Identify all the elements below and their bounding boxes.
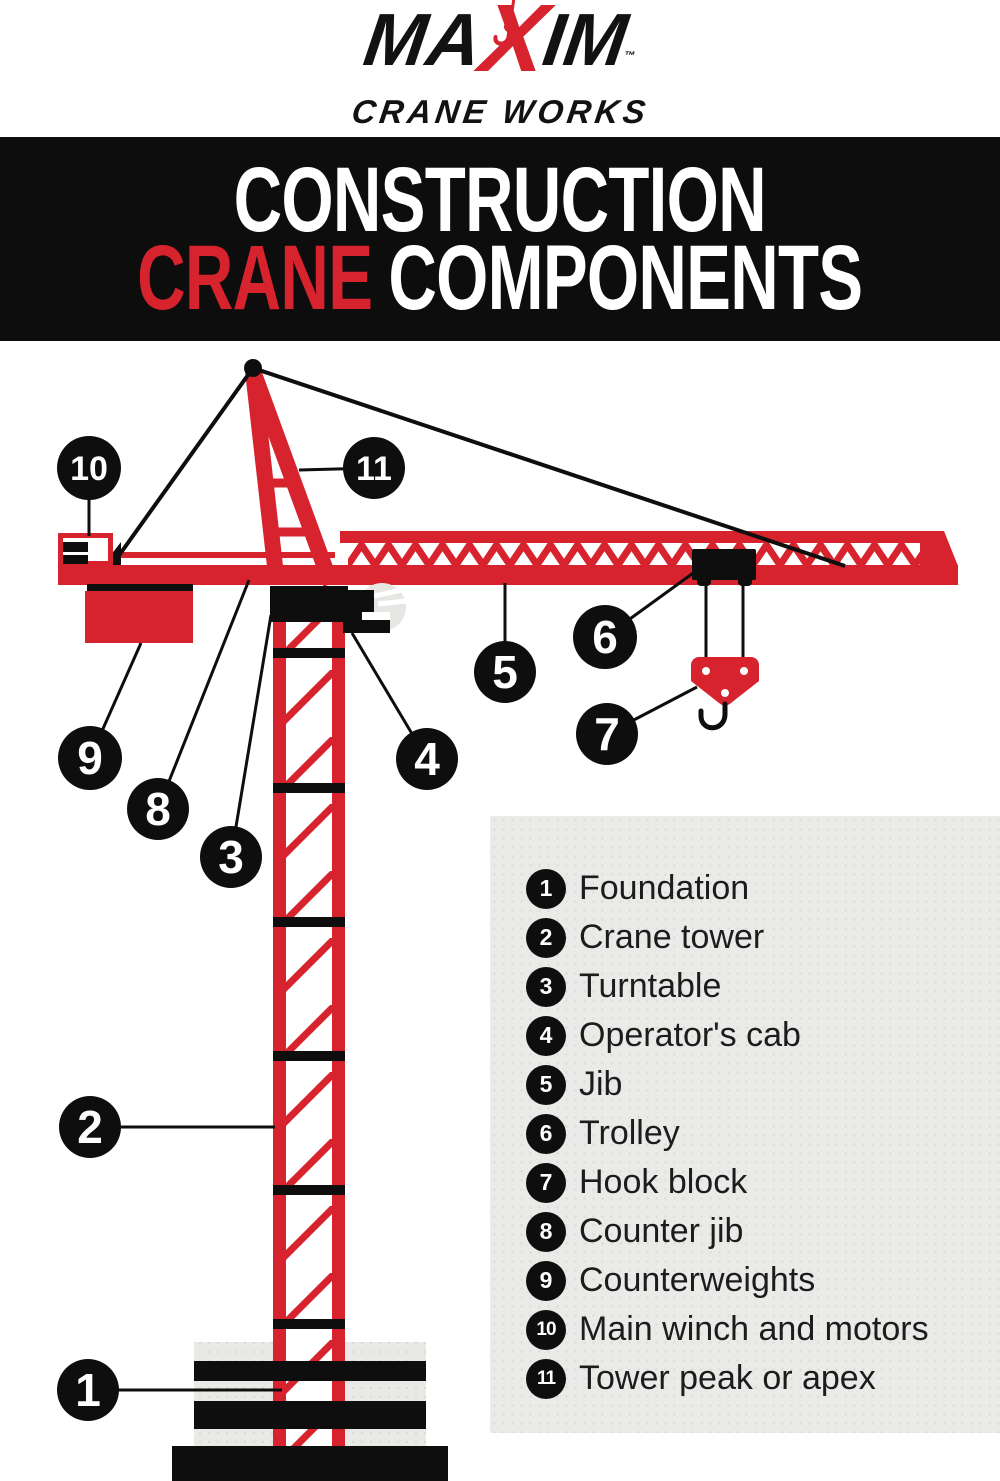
trademark-symbol: ™ [623, 50, 636, 62]
callout-number: 7 [594, 708, 620, 760]
legend-number: 6 [539, 1120, 553, 1146]
title-line-1: CONSTRUCTION [233, 149, 767, 251]
legend-badge: 6 [526, 1113, 566, 1154]
legend-number: 5 [539, 1071, 553, 1097]
legend-item-operators-cab: 4 Operator's cab [526, 1011, 1000, 1060]
legend-number: 7 [539, 1169, 553, 1195]
callout-number: 11 [356, 450, 392, 488]
legend-label: Turntable [579, 967, 722, 1005]
legend-badge: 10 [526, 1309, 566, 1350]
legend-badge: 3 [526, 966, 566, 1007]
legend-item-jib: 5 Jib [526, 1060, 1000, 1109]
legend-badge: 1 [526, 868, 566, 909]
legend-badge: 5 [526, 1064, 566, 1105]
callout-5: 5 [474, 641, 536, 703]
callout-number: 8 [145, 783, 171, 835]
legend-label: Trolley [579, 1114, 680, 1152]
callout-6: 6 [573, 605, 637, 669]
callout-11: 11 [343, 437, 405, 499]
legend-badge: 9 [526, 1260, 566, 1301]
legend-number: 1 [539, 875, 553, 901]
legend-item-main-winch: 10 Main winch and motors [526, 1305, 1000, 1354]
legend-number: 8 [539, 1218, 553, 1244]
tower-section-joints [273, 648, 345, 1329]
callout-4: 4 [396, 728, 458, 790]
legend-label: Crane tower [579, 918, 765, 956]
foundation [172, 1361, 448, 1481]
operators-cab [343, 583, 407, 633]
callout-10: 10 [57, 436, 121, 500]
legend-number: 4 [539, 1022, 553, 1048]
callout-8: 8 [127, 778, 189, 840]
crane-diagram: 1 2 3 4 5 6 7 [57, 359, 958, 1481]
logo-subtitle: CRANE WORKS [348, 93, 652, 130]
hook-icon [698, 701, 728, 731]
counter-jib-handrail [110, 552, 335, 558]
legend-number: 3 [539, 973, 553, 999]
counterweights [85, 584, 193, 643]
callout-number: 5 [492, 646, 518, 698]
title-rest-word: COMPONENTS [388, 227, 864, 329]
legend-item-crane-tower: 2 Crane tower [526, 913, 1000, 962]
callout-2: 2 [59, 1096, 121, 1158]
legend-number: 11 [536, 1367, 556, 1389]
callout-number: 9 [77, 732, 103, 784]
tower-peak [244, 359, 339, 587]
legend-label: Tower peak or apex [579, 1359, 876, 1397]
legend-badge: 7 [526, 1162, 566, 1203]
legend-item-trolley: 6 Trolley [526, 1109, 1000, 1158]
callout-number: 10 [70, 450, 108, 488]
logo-part-im: IM [538, 0, 633, 81]
legend-item-counterweights: 9 Counterweights [526, 1256, 1000, 1305]
main-winch [58, 533, 113, 566]
legend-number: 10 [536, 1318, 556, 1340]
legend-label: Main winch and motors [579, 1310, 929, 1348]
callout-number: 3 [218, 831, 244, 883]
callout-badges: 1 2 3 4 5 6 7 [57, 436, 638, 1421]
callout-number: 1 [75, 1364, 101, 1416]
logo-part-ma: MA [359, 0, 488, 81]
legend-item-hook-block: 7 Hook block [526, 1158, 1000, 1207]
legend-item-counter-jib: 8 Counter jib [526, 1207, 1000, 1256]
legend-badge: 11 [526, 1358, 566, 1399]
callout-number: 4 [414, 733, 440, 785]
logo-wordmark: MAXIM™ [358, 0, 642, 92]
callout-3: 3 [200, 826, 262, 888]
legend-number: 2 [539, 924, 553, 950]
legend-badge: 4 [526, 1015, 566, 1056]
callout-number: 2 [77, 1101, 103, 1153]
legend-item-foundation: 1 Foundation [526, 864, 1000, 913]
logo: MAXIM™ CRANE WORKS [0, 0, 1000, 137]
title-accent-word: CRANE [137, 227, 373, 329]
legend-label: Jib [579, 1065, 623, 1103]
turntable [270, 586, 348, 622]
callout-number: 6 [592, 611, 618, 663]
legend-badge: 8 [526, 1211, 566, 1252]
crane-tower [273, 622, 345, 1446]
callout-9: 9 [58, 726, 122, 790]
legend-label: Counter jib [579, 1212, 744, 1250]
legend-label: Hook block [579, 1163, 748, 1201]
component-legend: 1 Foundation 2 Crane tower 3 Turntable 4… [490, 816, 1000, 1433]
legend-number: 9 [539, 1267, 553, 1293]
legend-item-tower-peak: 11 Tower peak or apex [526, 1354, 1000, 1403]
legend-label: Operator's cab [579, 1016, 801, 1054]
legend-label: Counterweights [579, 1261, 816, 1299]
legend-label: Foundation [579, 869, 750, 907]
callout-1: 1 [57, 1359, 119, 1421]
legend-item-turntable: 3 Turntable [526, 962, 1000, 1011]
jib-tip [920, 531, 958, 585]
hook-block [691, 580, 759, 731]
callout-7: 7 [576, 703, 638, 765]
crane-hook-icon [493, 0, 517, 46]
legend-badge: 2 [526, 917, 566, 958]
